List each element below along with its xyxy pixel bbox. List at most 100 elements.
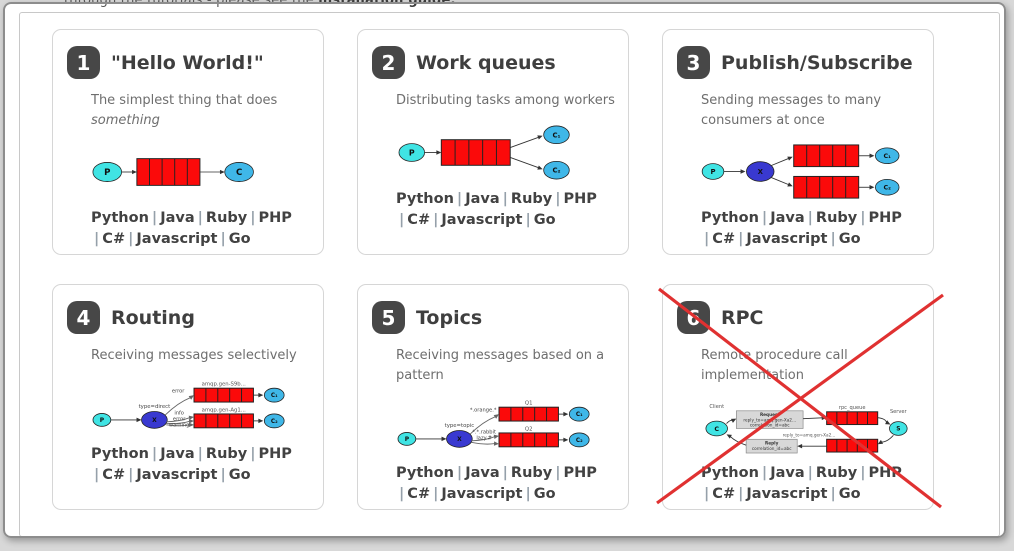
exchange-node-label: X [758, 167, 764, 175]
producer-node [92, 162, 122, 182]
separator: | [830, 231, 836, 248]
language-link-csharp[interactable]: C# [102, 231, 126, 248]
separator: | [807, 465, 813, 481]
language-link-java[interactable]: Java [160, 445, 195, 462]
tutorial-number-badge: 6 [677, 301, 710, 334]
producer-node [397, 432, 417, 446]
separator: | [704, 486, 710, 503]
language-link-javascript[interactable]: Javascript [746, 486, 828, 503]
arrow [166, 416, 190, 422]
client-node-label: C [714, 424, 719, 432]
language-link-python[interactable]: Python [396, 190, 454, 207]
tutorial-title: Work queues [416, 51, 556, 74]
language-link-php[interactable]: PHP [868, 210, 902, 226]
language-link-csharp[interactable]: C# [407, 486, 431, 503]
language-link-csharp[interactable]: C# [712, 486, 736, 503]
separator: | [220, 466, 226, 483]
language-link-ruby[interactable]: Ruby [510, 465, 553, 481]
separator: | [151, 445, 158, 462]
arrow [881, 434, 894, 442]
queue-2 [498, 432, 559, 448]
tutorial-description: The simplest thing that does something [91, 91, 319, 130]
language-link-csharp[interactable]: C# [712, 231, 736, 248]
language-link-java[interactable]: Java [160, 210, 195, 226]
language-link-python[interactable]: Python [701, 210, 759, 226]
language-link-ruby[interactable]: Ruby [815, 210, 858, 226]
arrow [877, 416, 887, 423]
language-link-go[interactable]: Go [228, 466, 251, 483]
tutorial-description: Distributing tasks among workers [396, 91, 624, 111]
language-link-php[interactable]: PHP [563, 190, 597, 207]
consumer-node-1 [543, 125, 570, 145]
language-link-csharp[interactable]: C# [407, 211, 431, 228]
exchange-node-label: X [457, 436, 462, 443]
binding-key-label: error [173, 416, 186, 422]
separator: | [399, 211, 405, 228]
separator: | [94, 231, 100, 248]
arrow [469, 416, 496, 435]
language-link-php[interactable]: PHP [563, 465, 597, 481]
language-link-ruby[interactable]: Ruby [510, 190, 553, 207]
consumer-node-2-label: C₂ [576, 438, 583, 444]
arrow [471, 441, 495, 445]
language-link-java[interactable]: Java [465, 190, 500, 207]
language-link-javascript[interactable]: Javascript [746, 231, 828, 248]
tutorial-description: Receiving messages based on a pattern [396, 346, 624, 385]
language-link-java[interactable]: Java [465, 465, 500, 481]
language-link-go[interactable]: Go [838, 486, 861, 503]
language-link-ruby[interactable]: Ruby [815, 465, 858, 481]
language-link-php[interactable]: PHP [868, 465, 902, 481]
consumer-node-1 [568, 406, 590, 422]
language-link-javascript[interactable]: Javascript [136, 231, 218, 248]
language-link-javascript[interactable]: Javascript [441, 486, 523, 503]
language-link-csharp[interactable]: C# [102, 466, 126, 483]
language-link-javascript[interactable]: Javascript [441, 211, 523, 228]
tutorial-number-badge: 3 [677, 46, 710, 79]
description-text: Receiving messages based on a pattern [396, 348, 605, 383]
language-link-php[interactable]: PHP [258, 445, 292, 462]
language-link-go[interactable]: Go [533, 211, 556, 228]
separator: | [555, 465, 561, 481]
arrow [770, 176, 789, 185]
language-link-java[interactable]: Java [770, 465, 805, 481]
language-link-python[interactable]: Python [396, 465, 454, 481]
language-link-javascript[interactable]: Javascript [136, 466, 218, 483]
queue [136, 158, 201, 186]
language-links-row-1: Python|Java|Ruby|PHP [396, 189, 616, 210]
language-link-python[interactable]: Python [91, 445, 149, 462]
language-link-python[interactable]: Python [91, 210, 149, 226]
description-text: something [91, 112, 160, 128]
tutorial-description: Sending messages to many consumers at on… [701, 91, 929, 130]
language-link-go[interactable]: Go [533, 486, 556, 503]
language-links-row-2: |C#|Javascript|Go [701, 229, 921, 250]
queue-1 [193, 387, 254, 403]
consumer-node-2 [875, 178, 900, 196]
language-links-row-1: Python|Java|Ruby|PHP [91, 208, 311, 229]
language-links-row-2: |C#|Javascript|Go [701, 484, 921, 505]
separator: | [830, 486, 836, 503]
separator: | [128, 466, 134, 483]
exchange-node [141, 410, 168, 429]
consumer-node [224, 162, 254, 182]
language-link-go[interactable]: Go [228, 231, 251, 248]
installation-guide-link[interactable]: installation guide. [318, 0, 456, 8]
language-link-go[interactable]: Go [838, 231, 861, 248]
language-link-ruby[interactable]: Ruby [205, 210, 248, 226]
language-links: Python|Java|Ruby|PHP|C#|Javascript|Go [91, 208, 311, 250]
separator: | [433, 486, 439, 503]
queue-2 [193, 412, 254, 428]
language-link-php[interactable]: PHP [258, 210, 292, 226]
exchange-type-label: type=topic [445, 423, 475, 429]
language-link-python[interactable]: Python [701, 465, 759, 481]
language-link-java[interactable]: Java [770, 210, 805, 226]
language-links-row-1: Python|Java|Ruby|PHP [396, 463, 616, 484]
queue-1-label: amqp.gen-S9b... [202, 381, 246, 387]
description-text: Distributing tasks among workers [396, 93, 615, 108]
separator: | [807, 210, 813, 226]
language-link-ruby[interactable]: Ruby [205, 445, 248, 462]
